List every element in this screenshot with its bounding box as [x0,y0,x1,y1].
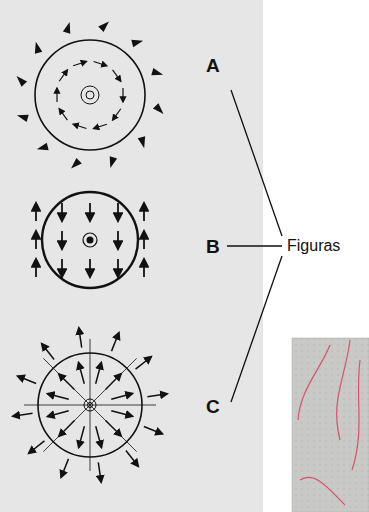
arrow [79,363,85,384]
wedge [110,156,117,168]
wedge [37,143,49,150]
figure-letter: C [206,397,220,416]
arrow [96,362,102,383]
figure-b [36,192,144,288]
wedge [17,115,29,122]
arrow [111,394,132,400]
arrow [136,357,152,369]
wedge [63,22,70,34]
arrow [59,374,75,390]
arrow [59,109,67,120]
arrow [96,426,102,447]
spoke [90,339,91,405]
grey-panel [0,0,263,512]
arrow [143,203,145,221]
arrow [94,124,107,128]
arrow [73,61,86,65]
arrow [42,344,54,360]
arrow [111,411,132,417]
arrow [59,70,67,81]
figure-a [17,22,164,169]
arrow [117,203,119,221]
wedge [98,22,109,33]
arrow [143,259,145,277]
arrow [89,203,91,221]
arrow [61,231,63,249]
arrow [35,231,37,249]
arrow [117,231,119,249]
center-dot [87,237,94,244]
arrow [126,451,138,467]
arrow [147,394,167,397]
arrow [113,109,121,120]
arrow [79,426,85,447]
arrow [79,328,82,348]
wedge [153,103,164,114]
arrow [122,88,123,102]
arrow [35,203,37,221]
arrow [113,70,121,81]
figure-letter: A [206,56,220,75]
arrow [61,203,63,221]
arrow [89,259,91,277]
figure-c [13,328,167,482]
arrow [106,374,122,390]
spoke [24,405,90,406]
arrow [143,231,145,249]
arrow [29,441,45,453]
arrow [117,259,119,277]
arrow [61,259,63,277]
spoke [90,405,156,406]
arrow [35,259,37,277]
wedge [131,40,143,47]
arrow [94,61,107,65]
arrow [112,333,119,352]
spoke [90,405,91,471]
ring [83,233,97,247]
ring [86,91,94,99]
caption-label: Figuras [286,238,341,254]
spoke [43,405,90,452]
wedge [151,68,163,75]
spoke [43,358,90,405]
arrow [18,376,37,383]
ring [42,192,138,288]
ring [35,40,145,150]
wedge [35,42,42,54]
wedge [71,158,82,169]
arrow [48,411,69,417]
arrow [61,459,68,478]
arrow [106,421,122,437]
wedge [138,136,145,148]
wedge [17,76,28,87]
photo-fragment [292,338,369,512]
arrow [47,394,68,400]
arrow [13,413,33,416]
spoke [90,405,137,452]
spoke [90,358,137,405]
arrow [73,124,86,128]
arrow [98,462,101,482]
arrow [144,427,163,434]
leader-lines [227,90,282,402]
figure-letter: B [206,237,220,256]
arrow [56,88,57,102]
ring [81,86,99,104]
arrow [59,421,75,437]
